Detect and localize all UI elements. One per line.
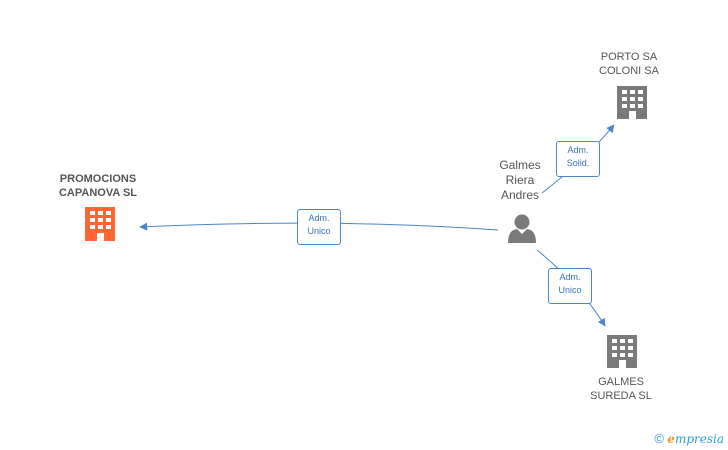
node-label-person[interactable]: Galmes Riera Andres — [499, 158, 541, 202]
footer-brand: © empresia — [654, 431, 724, 446]
building-icon-galmes-sl[interactable] — [607, 335, 637, 368]
edge-label-galmes-sl: Adm. Unico — [548, 268, 592, 304]
building-icon-porto[interactable] — [617, 86, 647, 119]
edge-label-promocions: Adm. Unico — [297, 209, 341, 245]
person-icon[interactable] — [508, 214, 536, 244]
copyright-symbol: © — [654, 431, 664, 446]
node-label-galmes-sl[interactable]: GALMES SUREDA SL — [590, 376, 652, 402]
edge-label-porto: Adm. Solid. — [556, 141, 600, 177]
node-label-porto[interactable]: PORTO SA COLONI SA — [599, 51, 659, 77]
node-label-promocions[interactable]: PROMOCIONS CAPANOVA SL — [58, 173, 138, 199]
building-icon-promocions[interactable] — [85, 207, 115, 241]
brand-logo-initial: e — [667, 432, 675, 446]
brand-logo-text: mpresia — [674, 432, 724, 446]
